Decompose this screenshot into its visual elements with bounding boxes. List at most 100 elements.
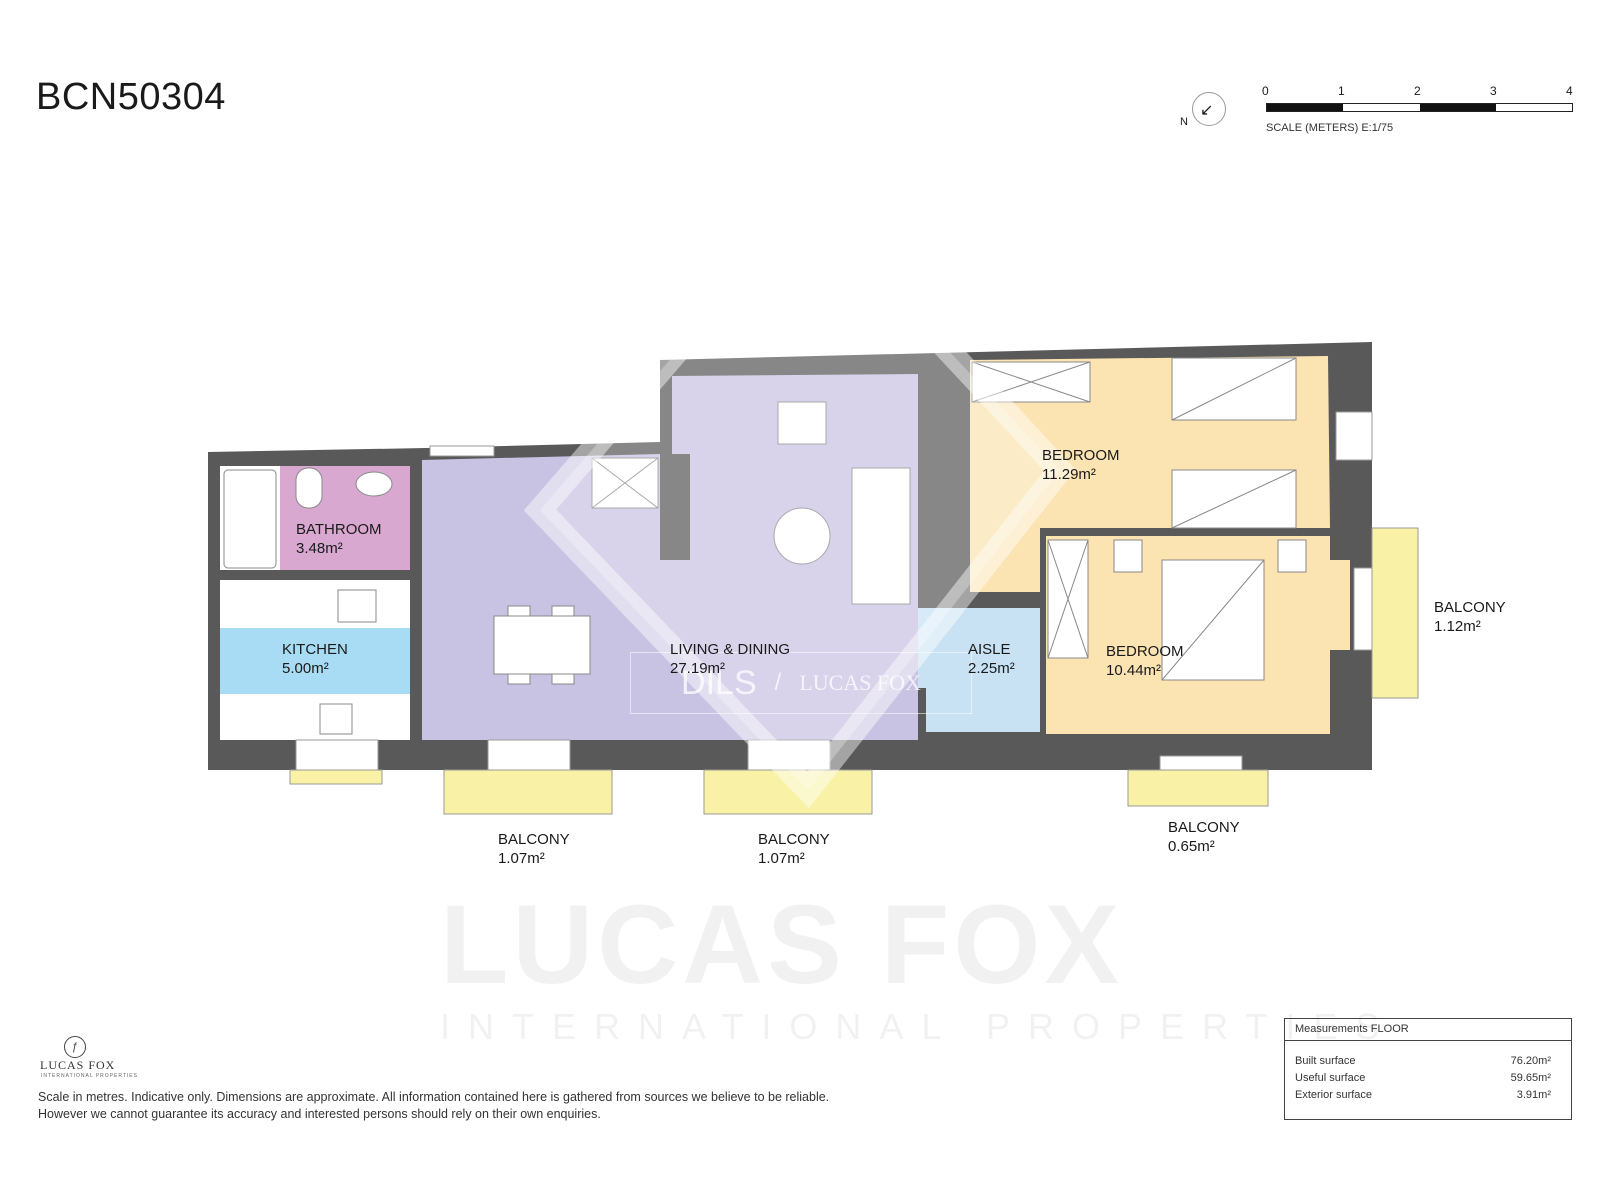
- measurements-title: Measurements FLOOR: [1295, 1023, 1409, 1035]
- watermark-diamond: [523, 182, 1076, 809]
- scale-bar: [1266, 103, 1573, 112]
- room-area: 1.07m²: [498, 850, 545, 867]
- chair: [551, 673, 575, 685]
- bathtub: [223, 469, 277, 569]
- room-area: 10.44m²: [1106, 662, 1162, 679]
- wall-bedrooms: [1040, 528, 1330, 536]
- disclaimer: Scale in metres. Indicative only. Dimens…: [38, 1089, 938, 1123]
- wall-living-bedroom: [918, 360, 970, 608]
- disclaimer-line: Scale in metres. Indicative only. Dimens…: [38, 1090, 830, 1104]
- room-label-kitchen: KITCHEN 5.00m²: [282, 640, 348, 678]
- scale-tick: 4: [1566, 84, 1573, 98]
- room-label-living-dining: LIVING & DINING 27.19m²: [670, 640, 790, 678]
- dils-partner: LUCAS FOX: [799, 670, 921, 695]
- balcony-kitchen: [443, 769, 613, 815]
- room-label-bedroom-2: BEDROOM 10.44m²: [1106, 642, 1184, 680]
- scale-tick: 3: [1490, 84, 1497, 98]
- chair: [507, 605, 531, 617]
- toilet: [295, 467, 323, 509]
- wall-column: [660, 454, 690, 560]
- washbasin: [355, 471, 393, 497]
- watermark-tagline: INTERNATIONAL PROPERTIES: [440, 1006, 1398, 1047]
- sofa: [851, 467, 911, 605]
- room-label-bedroom-1: BEDROOM 11.29m²: [1042, 446, 1120, 484]
- scale-tick: 1: [1338, 84, 1345, 98]
- north-arrow-icon: ↙: [1200, 102, 1214, 119]
- measurement-value: 76.20m²: [1510, 1055, 1551, 1067]
- room-area: 11.29m²: [1042, 466, 1096, 483]
- dils-watermark: DILS / LUCAS FOX: [630, 652, 972, 714]
- sink: [319, 703, 353, 735]
- room-area: 1.12m²: [1434, 618, 1481, 635]
- window: [487, 739, 571, 771]
- measurement-row: Useful surface 59.65m²: [1295, 1072, 1551, 1084]
- nightstand: [1277, 539, 1307, 573]
- room-label-aisle: AISLE 2.25m²: [968, 640, 1015, 678]
- disclaimer-line: However we cannot guarantee its accuracy…: [38, 1107, 601, 1121]
- room-name: KITCHEN: [282, 641, 348, 658]
- window: [1335, 411, 1373, 461]
- measurement-label: Exterior surface: [1295, 1089, 1373, 1101]
- dining-table: [493, 615, 591, 675]
- room-name: BALCONY: [498, 831, 570, 848]
- doorway: [918, 608, 930, 688]
- window: [1159, 755, 1243, 771]
- room-label-bathroom: BATHROOM 3.48m²: [296, 520, 382, 558]
- measurement-value: 3.91m²: [1516, 1089, 1551, 1101]
- room-area: 2.25m²: [968, 660, 1015, 677]
- logo-tagline: INTERNATIONAL PROPERTIES: [41, 1073, 138, 1079]
- room-label-balcony-3: BALCONY 0.65m²: [1168, 818, 1240, 856]
- nightstand: [1113, 539, 1143, 573]
- aisle-room: [926, 608, 1040, 732]
- hob: [337, 589, 377, 623]
- balcony-east: [1371, 527, 1419, 699]
- measurement-row: Built surface 76.20m²: [1295, 1055, 1551, 1067]
- compass-icon: [1192, 92, 1226, 126]
- wall-bath-kitchen: [220, 570, 410, 580]
- room-area: 3.48m²: [296, 540, 343, 557]
- measurements-table: Measurements FLOOR Built surface 76.20m²…: [1284, 1018, 1572, 1120]
- window: [1353, 567, 1373, 651]
- room-name: LIVING & DINING: [670, 641, 791, 658]
- fox-crest-icon: ƒ: [64, 1036, 86, 1058]
- armchair: [777, 401, 827, 445]
- logo-name: LUCAS FOX: [40, 1058, 116, 1072]
- room-name: BEDROOM: [1042, 447, 1120, 464]
- room-name: AISLE: [968, 641, 1011, 658]
- room-label-balcony-1: BALCONY 1.07m²: [498, 830, 570, 868]
- room-name: BALCONY: [758, 831, 830, 848]
- room-label-balcony-2: BALCONY 1.07m²: [758, 830, 830, 868]
- scale-caption: SCALE (METERS) E:1/75: [1266, 122, 1394, 134]
- window: [295, 739, 379, 771]
- property-reference: BCN50304: [36, 76, 226, 118]
- measurement-label: Built surface: [1295, 1055, 1356, 1067]
- scale-tick: 2: [1414, 84, 1421, 98]
- watermark-brand: LUCAS FOX: [440, 882, 1124, 1007]
- coffee-table: [773, 507, 831, 565]
- measurement-row: Exterior surface 3.91m²: [1295, 1089, 1551, 1101]
- room-name: BALCONY: [1168, 819, 1240, 836]
- wall-aisle-bedroom: [1040, 528, 1046, 738]
- balcony-bath-window: [289, 769, 383, 785]
- balcony-bedroom: [1127, 769, 1269, 807]
- room-area: 0.65m²: [1168, 838, 1215, 855]
- divider: [1285, 1040, 1571, 1041]
- compass-north-label: N: [1180, 116, 1188, 128]
- kitchen-floor: [220, 628, 410, 694]
- room-name: BATHROOM: [296, 521, 382, 538]
- room-area: 27.19m²: [670, 660, 726, 677]
- window: [429, 445, 495, 457]
- wall-kitchen-living: [410, 456, 422, 740]
- room-name: BEDROOM: [1106, 643, 1184, 660]
- room-area: 5.00m²: [282, 660, 329, 677]
- chair: [551, 605, 575, 617]
- room-label-balcony-4: BALCONY 1.12m²: [1434, 598, 1506, 636]
- room-area: 1.07m²: [758, 850, 805, 867]
- chair: [507, 673, 531, 685]
- measurement-label: Useful surface: [1295, 1072, 1366, 1084]
- dils-text: DILS: [681, 663, 757, 702]
- room-name: BALCONY: [1434, 599, 1506, 616]
- measurement-value: 59.65m²: [1510, 1072, 1551, 1084]
- balcony-living: [703, 769, 873, 815]
